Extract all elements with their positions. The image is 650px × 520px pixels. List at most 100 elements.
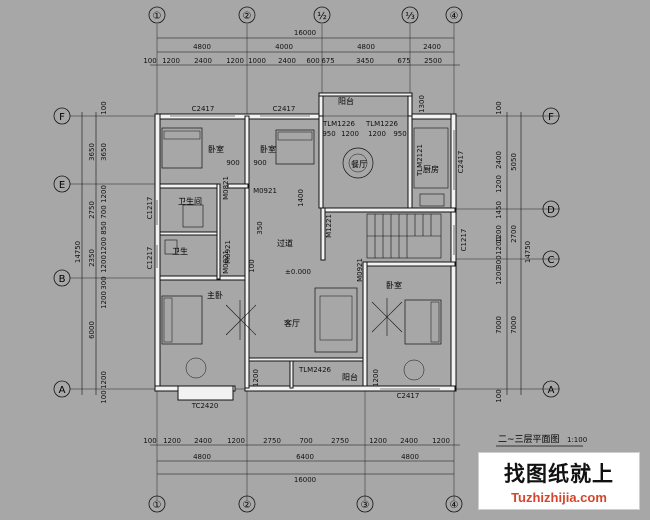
room-master-bed: 主卧 — [207, 290, 223, 300]
room-bedroom-e: 卧室 — [386, 280, 402, 290]
axis-bubble-top-3: ½ — [313, 6, 331, 24]
dim-bottom-row2: 4800 — [193, 453, 211, 461]
dim-top-row3: 675 — [397, 57, 410, 65]
dim-bottom-row1: 2750 — [331, 437, 349, 445]
room-dining: 餐厅 — [351, 160, 367, 169]
axis-bubble-bottom-2: ② — [238, 495, 256, 513]
tag-dimension: 1200 — [372, 369, 380, 387]
tag-dimension: 1200 — [341, 130, 359, 138]
axis-bubble-bottom-3: ③ — [356, 495, 374, 513]
axis-bubble-right-2: D — [542, 200, 560, 218]
axis-bubble-right-1: F — [542, 107, 560, 125]
dim-right-outer: 5050 — [510, 153, 518, 171]
dim-total-right: 14750 — [524, 241, 532, 263]
axis-bubbles: ① ② ½ ⅓ ④ ① ② ③ — [53, 6, 560, 513]
axis-label: ④ — [450, 500, 459, 511]
tag-dimension: 1400 — [297, 189, 305, 207]
axis-bubble-bottom-4: ④ — [445, 495, 463, 513]
dim-bottom-row1: 2750 — [263, 437, 281, 445]
tag-sliding-door: TLM2426 — [298, 366, 332, 374]
dim-left-inner: 1200 — [100, 237, 108, 255]
dim-top-row3: 1200 — [226, 57, 244, 65]
dim-top-row3: 2500 — [424, 57, 442, 65]
axis-bubble-bottom-1: ① — [148, 495, 166, 513]
tag-window: C2417 — [192, 105, 215, 113]
dim-top-row2: 4800 — [357, 43, 375, 51]
dim-right-inner: 1200 — [495, 175, 503, 193]
tag-door: M0821 — [222, 250, 230, 274]
axis-label: ① — [153, 500, 162, 511]
elevation-mark: ±0.000 — [285, 268, 311, 276]
dim-top-row3: 100 — [143, 57, 156, 65]
dim-left-inner: 100 — [100, 101, 108, 114]
tag-window: C2417 — [457, 151, 465, 174]
tag-dimension: 950 — [393, 130, 406, 138]
tag-door: M0921 — [253, 187, 277, 195]
room-living: 客厅 — [284, 318, 300, 328]
dim-right-outer: 7000 — [510, 316, 518, 334]
axis-label: F — [59, 112, 65, 123]
dimensions-top: 16000 4800 4000 4800 2400 100 1200 2400 … — [143, 29, 442, 65]
tag-door: M0921 — [356, 258, 364, 282]
dim-total-bottom: 16000 — [294, 476, 316, 484]
dim-bottom-row2: 6400 — [296, 453, 314, 461]
tag-sliding-door: TLM2121 — [416, 144, 424, 177]
caption-title: 二~三层平面图 — [498, 434, 560, 445]
dim-right-inner: 7000 — [495, 316, 503, 334]
axis-label: C — [548, 255, 555, 266]
dimension-lines — [81, 37, 522, 475]
room-bathroom: 卫生间 — [178, 196, 202, 206]
axis-label: E — [59, 180, 65, 191]
dim-left-inner: 1200 — [100, 255, 108, 273]
furniture — [161, 127, 449, 381]
axis-label: ② — [243, 500, 252, 511]
dim-top-row3: 2400 — [278, 57, 296, 65]
dim-left-inner: 700 — [100, 205, 108, 218]
dim-right-inner: 1200 — [495, 237, 503, 255]
axis-bubble-top-1: ① — [148, 6, 166, 24]
tag-dimension: 100 — [248, 259, 256, 272]
dim-bottom-row1: 1200 — [369, 437, 387, 445]
dimensions-right: 14750 5050 2700 7000 100 2400 1200 1450 … — [495, 101, 532, 402]
dim-left-outer: 2750 — [88, 201, 96, 219]
dim-right-inner: 100 — [495, 101, 503, 114]
dim-top-row2: 2400 — [423, 43, 441, 51]
dim-top-row3: 3450 — [356, 57, 374, 65]
tag-dimension: 350 — [256, 221, 264, 234]
axis-bubble-top-4: ⅓ — [401, 6, 419, 24]
dim-bottom-row1: 100 — [143, 437, 156, 445]
dim-left-inner: 1200 — [100, 291, 108, 309]
axis-bubble-right-3: C — [542, 250, 560, 268]
dim-bottom-row1: 1200 — [227, 437, 245, 445]
dim-bottom-row1: 1200 — [432, 437, 450, 445]
tag-dimension: 900 — [253, 159, 266, 167]
tag-dimension: 1200 — [252, 369, 260, 387]
dim-left-inner: 3650 — [100, 143, 108, 161]
axis-label: B — [59, 274, 66, 285]
watermark-chinese-text: 找图纸就上 — [504, 461, 614, 486]
room-balcony-n: 阳台 — [338, 96, 354, 106]
axis-label: ½ — [317, 10, 327, 22]
dim-right-inner: 1200 — [495, 225, 503, 243]
dim-right-inner: 300 — [495, 255, 503, 268]
dim-bottom-row2: 4800 — [401, 453, 419, 461]
drawing-caption: 二~三层平面图 1:100 — [496, 434, 587, 447]
dim-left-outer: 6000 — [88, 321, 96, 339]
axis-label: A — [59, 385, 66, 396]
tag-window: C1217 — [146, 197, 154, 220]
dim-right-inner: 100 — [495, 389, 503, 402]
dim-top-row3: 1200 — [162, 57, 180, 65]
axis-bubble-left-2: E — [53, 175, 71, 193]
dim-top-row3: 1000 — [248, 57, 266, 65]
axis-label: ⅓ — [405, 11, 415, 22]
axis-bubble-top-2: ② — [238, 6, 256, 24]
tag-dimension: 1300 — [418, 95, 426, 113]
tag-window: C2417 — [397, 392, 420, 400]
tag-door: M0921 — [224, 240, 232, 264]
dim-right-inner: 1450 — [495, 201, 503, 219]
dim-right-inner: 2400 — [495, 151, 503, 169]
axis-label: ③ — [361, 500, 370, 511]
tag-door: M1221 — [325, 214, 333, 238]
tag-dimension: 900 — [226, 159, 239, 167]
